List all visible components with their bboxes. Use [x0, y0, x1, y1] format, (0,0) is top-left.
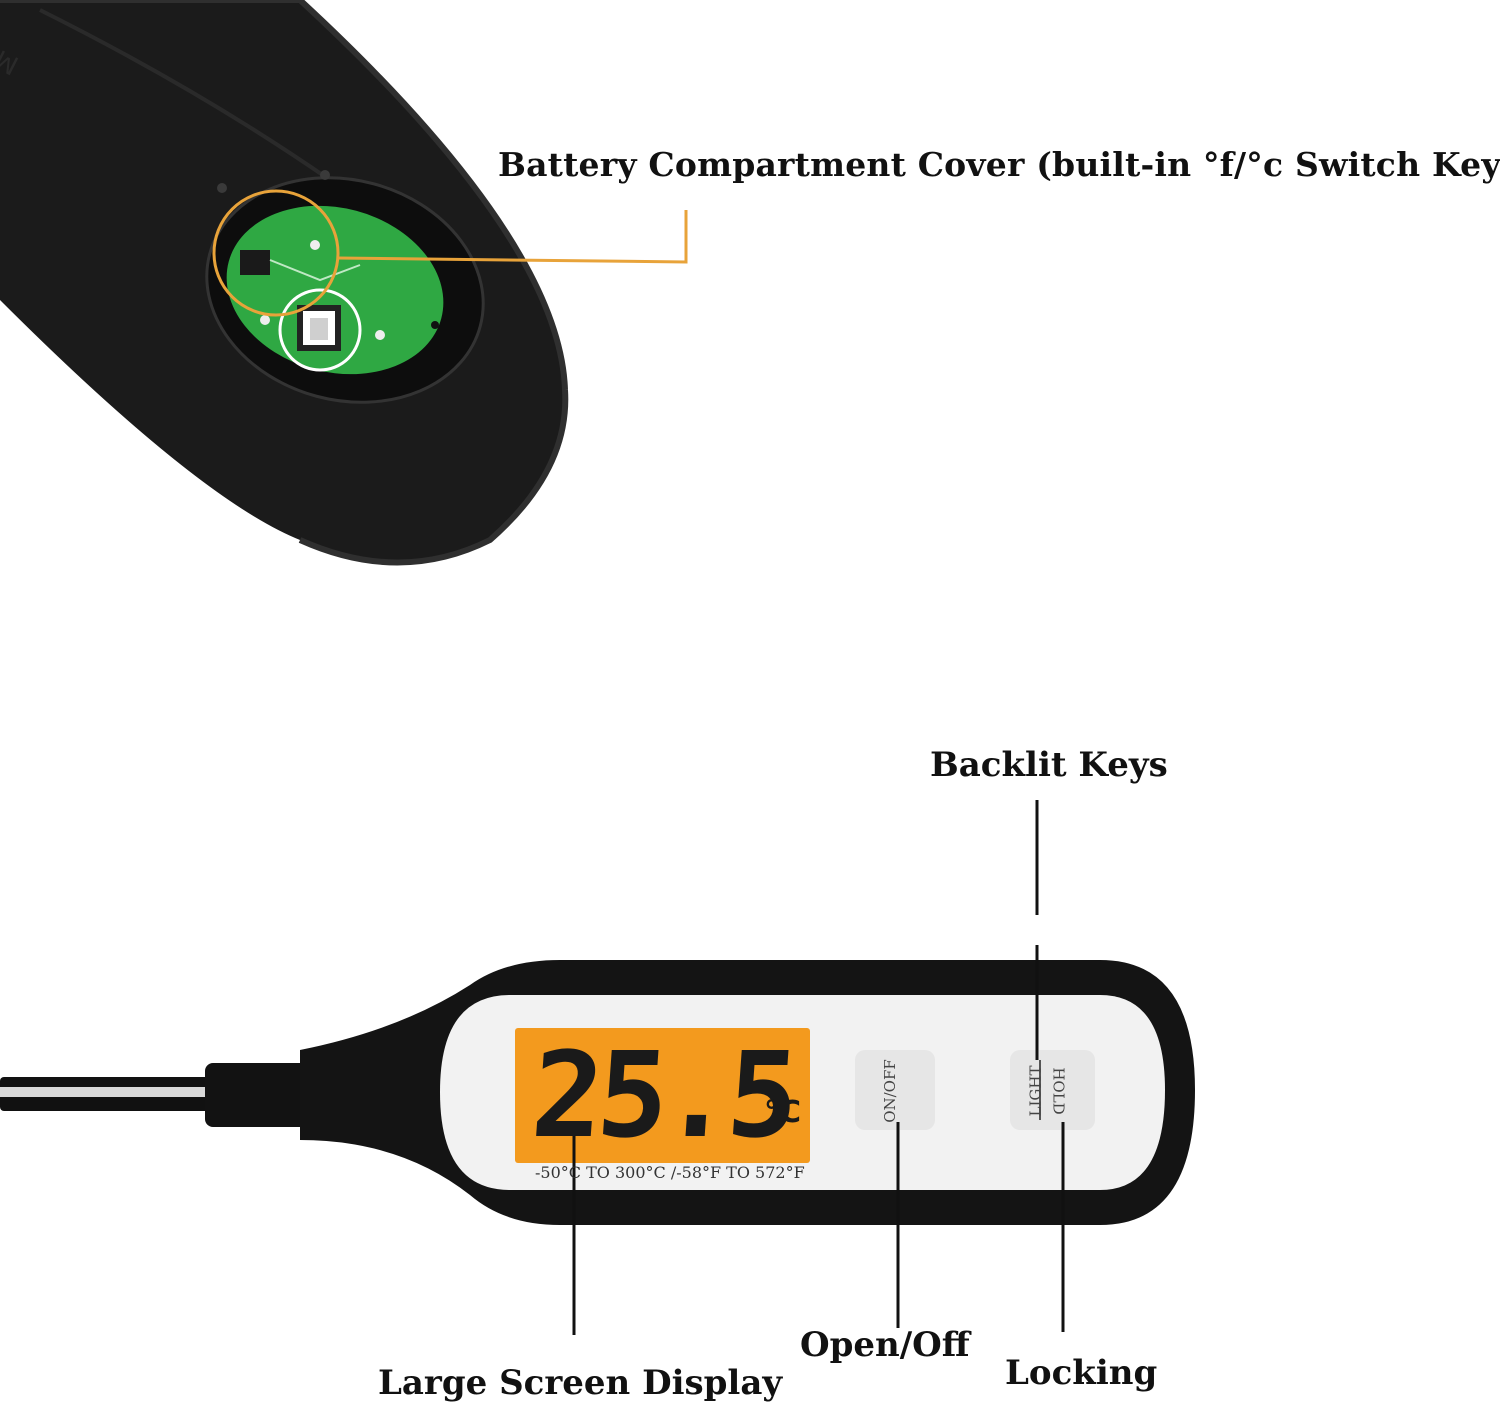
light-button-label: LIGHT	[1026, 1065, 1045, 1117]
battery-cover-callout: Battery Compartment Cover (built-in °f/°…	[498, 145, 1500, 184]
thermometer-front-view	[0, 960, 1195, 1225]
temperature-range: -50°C TO 300°C /-58°F TO 572°F	[535, 1163, 805, 1182]
thermometer-back-view	[0, 0, 688, 566]
temperature-unit: °C	[764, 1095, 802, 1130]
onoff-button-label: ON/OFF	[880, 1059, 899, 1123]
hold-button-label: HOLD	[1049, 1067, 1068, 1115]
callout-lines	[572, 800, 1065, 1335]
backlit-keys-callout: Backlit Keys	[930, 745, 1168, 785]
lcd-screen	[515, 1028, 810, 1163]
callout-circle	[212, 189, 340, 317]
large-screen-callout: Large Screen Display	[378, 1363, 783, 1403]
light-hold-button[interactable]	[1010, 1050, 1095, 1130]
locking-callout: Locking	[1005, 1353, 1158, 1393]
onoff-button[interactable]	[855, 1050, 935, 1130]
open-off-callout: Open/Off	[800, 1325, 970, 1365]
